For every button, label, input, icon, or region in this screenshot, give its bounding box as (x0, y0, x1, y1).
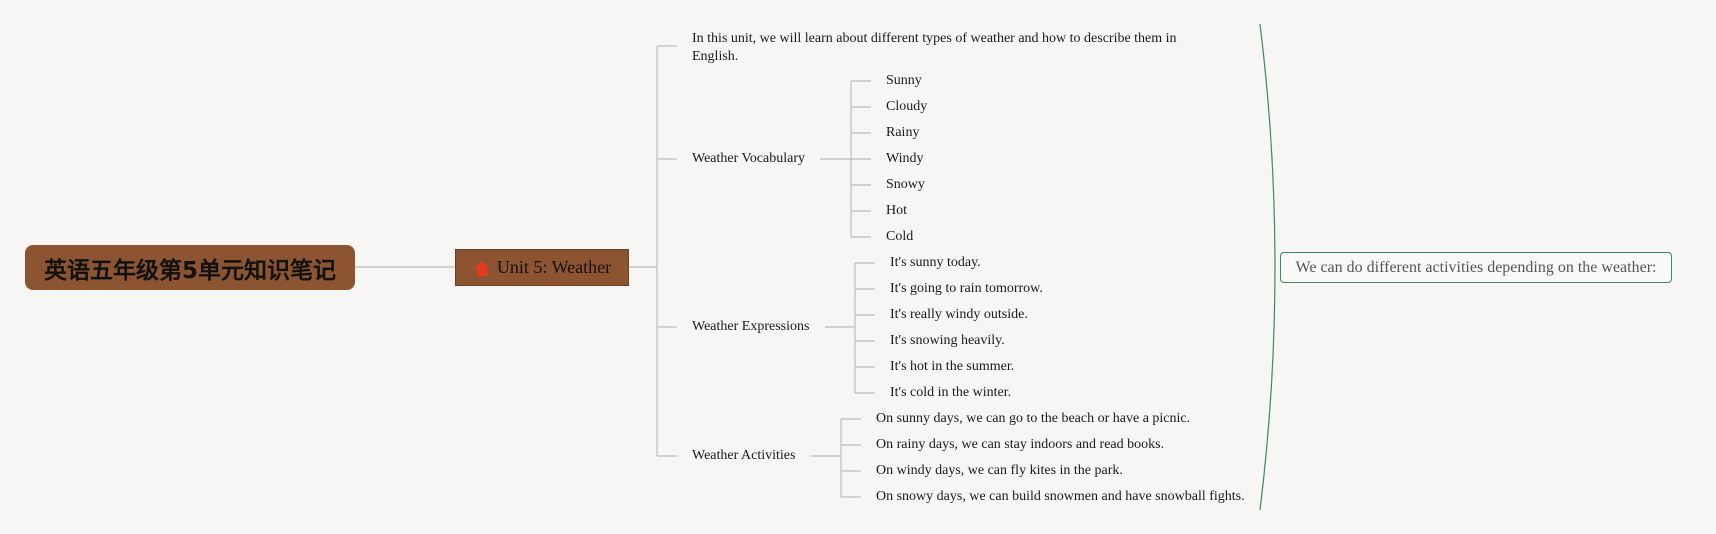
activity-item[interactable]: On windy days, we can fly kites in the p… (876, 463, 1123, 478)
activity-item[interactable]: On sunny days, we can go to the beach or… (876, 411, 1191, 426)
expressions-topic[interactable]: Weather Expressions (692, 319, 810, 334)
activity-item[interactable]: On rainy days, we can stay indoors and r… (876, 437, 1165, 452)
vocab-item[interactable]: Snowy (886, 177, 925, 192)
root-topic[interactable]: 英语五年级第5单元知识笔记 (25, 245, 355, 290)
summary-topic[interactable]: We can do different activities depending… (1280, 252, 1672, 283)
unit-title: Unit 5: Weather (496, 257, 612, 277)
vocab-item[interactable]: Rainy (886, 125, 920, 140)
unit-topic[interactable]: Unit 5: Weather (455, 249, 629, 286)
vocab-item[interactable]: Cloudy (886, 99, 928, 114)
expression-item[interactable]: It's snowing heavily. (890, 333, 1005, 348)
vocab-item[interactable]: Cold (886, 229, 914, 244)
activities-topic[interactable]: Weather Activities (692, 448, 796, 463)
expression-item[interactable]: It's sunny today. (890, 255, 981, 270)
expression-item[interactable]: It's going to rain tomorrow. (890, 281, 1043, 296)
house-icon (473, 260, 490, 276)
vocab-item[interactable]: Windy (886, 151, 924, 166)
expression-item[interactable]: It's really windy outside. (890, 307, 1028, 322)
activity-item[interactable]: On snowy days, we can build snowmen and … (876, 489, 1245, 504)
vocab-item[interactable]: Sunny (886, 73, 922, 88)
vocabulary-topic[interactable]: Weather Vocabulary (692, 151, 806, 166)
vocab-item[interactable]: Hot (886, 203, 907, 218)
summary-brace (1259, 23, 1276, 511)
expression-item[interactable]: It's cold in the winter. (890, 385, 1012, 400)
intro-text[interactable]: In this unit, we will learn about differ… (692, 31, 1177, 64)
expression-item[interactable]: It's hot in the summer. (890, 359, 1015, 374)
